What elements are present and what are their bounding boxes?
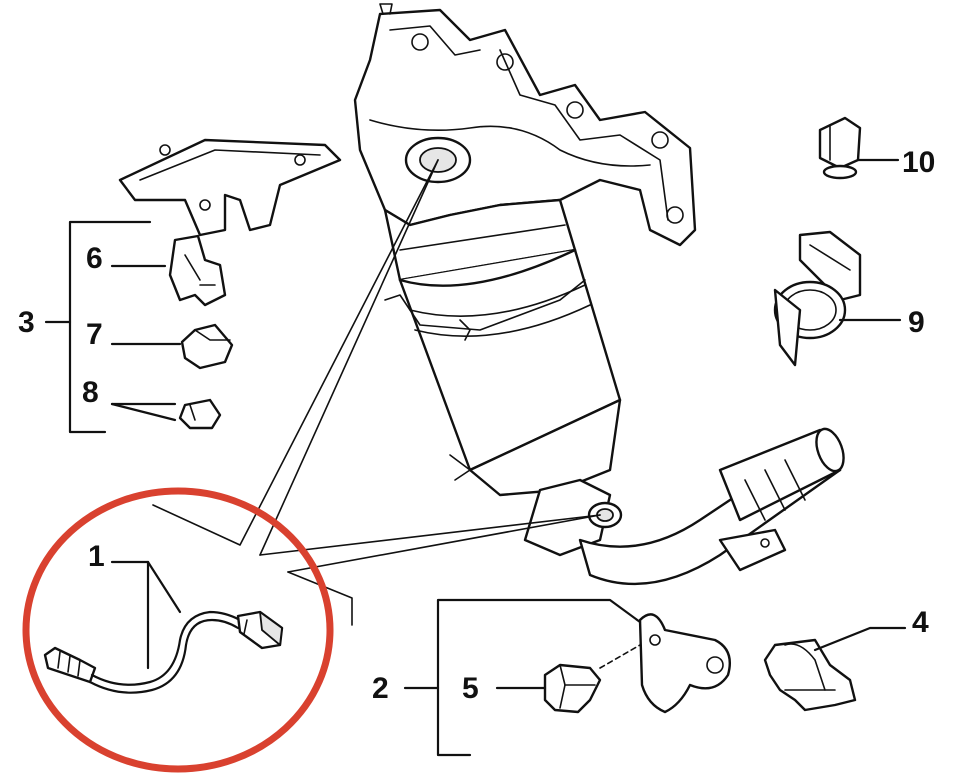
group-3-bracket-line [44, 220, 152, 434]
sensor-location-lines [152, 159, 601, 626]
label-part-8: 8 [82, 376, 99, 409]
label-part-10: 10 [902, 146, 935, 179]
part-1-leader [110, 560, 182, 670]
part-6-clip [110, 234, 227, 307]
downpipe [578, 427, 845, 586]
part-7-plug [110, 323, 234, 370]
highlight-circle [22, 487, 334, 773]
label-part-4: 4 [912, 606, 929, 639]
label-part-7: 7 [86, 318, 103, 351]
label-part-1: 1 [88, 540, 105, 573]
label-part-9: 9 [908, 306, 925, 339]
part-10-clip [818, 116, 900, 180]
label-part-3: 3 [18, 306, 35, 339]
part-9-clamp [773, 230, 902, 367]
part-4-saddle-clamp [763, 626, 907, 712]
part-3-bracket [118, 138, 342, 237]
part-2-heat-shield-bracket [638, 613, 732, 714]
catalytic-converter [383, 198, 623, 557]
part-8-clip [110, 398, 222, 430]
part-5-nut [543, 644, 641, 714]
part-1-oxygen-sensor [43, 610, 284, 694]
group-2-bracket-line [403, 598, 642, 757]
label-part-2: 2 [372, 672, 389, 705]
label-part-5: 5 [462, 672, 479, 705]
label-part-6: 6 [86, 242, 103, 275]
